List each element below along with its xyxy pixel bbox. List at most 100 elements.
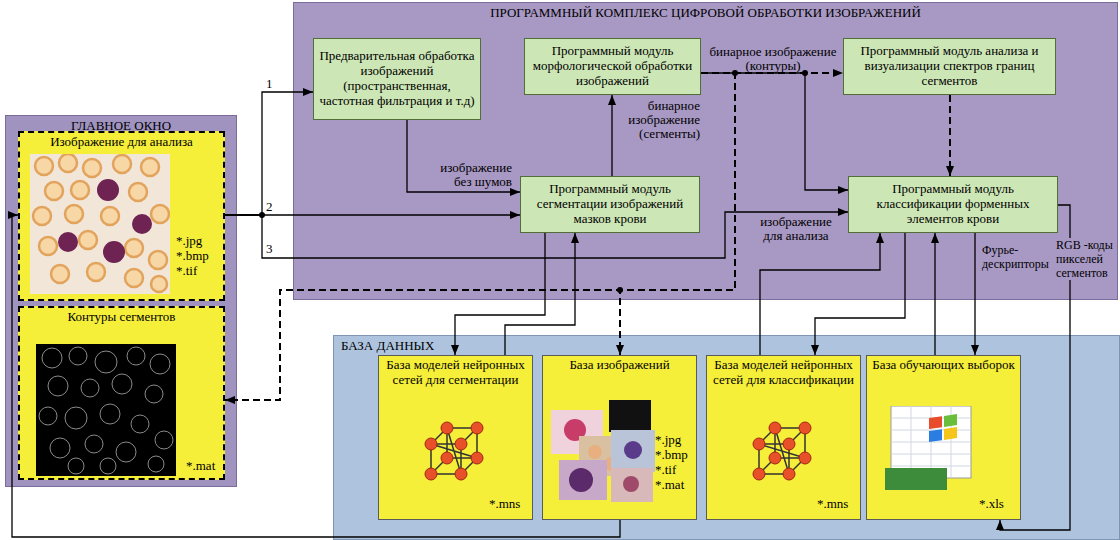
circle-shape bbox=[141, 158, 159, 176]
module-box: Программный модуль морфологической обраб… bbox=[524, 38, 701, 95]
panel-title: БАЗА ДАННЫХ bbox=[333, 335, 1120, 354]
edge-label: RGB -коды пикселей сегментов bbox=[1056, 238, 1116, 280]
edge-label: 3 bbox=[266, 242, 280, 256]
module-box: Предварительная обработка изображений (п… bbox=[313, 38, 481, 120]
circle-shape bbox=[51, 265, 69, 283]
circle-shape bbox=[125, 269, 143, 287]
box-title: Контуры сегментов bbox=[20, 308, 223, 325]
spreadsheet-icon bbox=[885, 406, 975, 492]
connector bbox=[505, 233, 575, 355]
circle-shape bbox=[45, 182, 63, 200]
path-shape bbox=[759, 428, 805, 474]
rect-shape bbox=[611, 468, 653, 502]
circle-shape bbox=[149, 251, 167, 269]
circle-shape bbox=[145, 385, 163, 403]
module-label: Программный модуль сегментации изображен… bbox=[526, 182, 694, 227]
box-title: База обучающих выборок bbox=[867, 356, 1020, 373]
file-extensions: *.mat bbox=[186, 458, 226, 473]
rect-shape bbox=[611, 430, 655, 472]
extension-holder: *.mat bbox=[186, 458, 226, 473]
neural-network-icon bbox=[747, 418, 819, 484]
extension-holder: *.jpg *.bmp *.tif bbox=[176, 233, 216, 278]
circle-shape bbox=[127, 347, 145, 365]
label-holder: 2 bbox=[266, 200, 280, 214]
label-holder: бинарное изображение (контуры) bbox=[705, 45, 841, 73]
rect-shape bbox=[944, 427, 957, 440]
edge-label: 1 bbox=[266, 77, 280, 91]
extension-holder: *.jpg *.bmp *.tif *.mat bbox=[655, 432, 695, 492]
junction-dot bbox=[259, 212, 265, 218]
connector bbox=[407, 120, 520, 192]
circle-shape bbox=[769, 422, 781, 434]
file-extensions: *.mns bbox=[489, 496, 529, 511]
rect-shape bbox=[36, 344, 176, 476]
circle-shape bbox=[753, 438, 765, 450]
extension-holder: *.mns bbox=[817, 496, 857, 511]
image-collage bbox=[551, 400, 655, 504]
circle-shape bbox=[441, 422, 453, 434]
circle-shape bbox=[151, 276, 167, 292]
extension-holder: *.xls bbox=[979, 496, 1019, 511]
circle-shape bbox=[42, 348, 62, 368]
circle-shape bbox=[753, 468, 765, 480]
box-title: База изображений bbox=[543, 356, 696, 373]
circle-shape bbox=[471, 422, 483, 434]
connector bbox=[760, 233, 880, 355]
g-shape bbox=[33, 154, 169, 292]
module-box: Программный модуль сегментации изображен… bbox=[520, 176, 700, 233]
rect-shape bbox=[559, 460, 607, 500]
label-holder: RGB -коды пикселей сегментов bbox=[1056, 238, 1116, 280]
connector bbox=[225, 73, 735, 400]
circle-shape bbox=[799, 452, 811, 464]
connector bbox=[934, 233, 935, 355]
path-shape bbox=[431, 428, 477, 474]
database-box: База моделей нейронных сетей для сегмент… bbox=[378, 355, 533, 520]
extension-holder: *.mns bbox=[489, 496, 529, 511]
connector bbox=[815, 233, 905, 355]
connector bbox=[974, 233, 975, 355]
junction-dot bbox=[617, 287, 623, 293]
image-panel: Изображение для анализа*.jpg *.bmp *.tif bbox=[18, 131, 225, 301]
circle-shape bbox=[85, 435, 103, 453]
label-holder: 1 bbox=[266, 77, 280, 91]
edge-label: изображение без шумов bbox=[420, 161, 512, 189]
rect-shape bbox=[30, 154, 170, 294]
connector bbox=[225, 214, 520, 215]
module-label: Предварительная обработка изображений (п… bbox=[319, 49, 475, 109]
g-shape bbox=[39, 347, 173, 474]
circle-shape bbox=[769, 452, 781, 464]
connector-group bbox=[12, 73, 1070, 537]
connector bbox=[611, 95, 612, 176]
junction-dot bbox=[802, 70, 808, 76]
contour-panel: Контуры сегментов *.mat bbox=[18, 306, 225, 480]
module-box: Программный модуль анализа и визуализаци… bbox=[843, 38, 1056, 95]
circle-shape bbox=[623, 476, 639, 492]
circle-shape bbox=[799, 422, 811, 434]
circle-shape bbox=[65, 407, 87, 429]
circle-shape bbox=[79, 231, 97, 249]
circle-shape bbox=[100, 458, 116, 474]
contour-image bbox=[36, 344, 176, 476]
database-box: База обучающих выборок *.xls bbox=[866, 355, 1021, 520]
circle-shape bbox=[35, 157, 53, 175]
circle-shape bbox=[87, 263, 105, 281]
circle-shape bbox=[425, 438, 437, 450]
rect-shape bbox=[929, 429, 942, 442]
circle-shape bbox=[150, 354, 170, 374]
circle-shape bbox=[97, 179, 119, 201]
window-panel: ГЛАВНОЕ ОКНОИзображение для анализа*.jpg… bbox=[5, 115, 237, 487]
circle-shape bbox=[129, 183, 147, 201]
label-holder: изображение без шумов bbox=[420, 161, 512, 189]
circle-shape bbox=[50, 438, 70, 458]
module-box: Программный модуль классификации форменн… bbox=[848, 176, 1058, 233]
g-shape bbox=[58, 179, 152, 263]
file-extensions: *.jpg *.bmp *.tif *.mat bbox=[655, 432, 695, 492]
rect-shape bbox=[891, 406, 971, 478]
panel-title: ПРОГРАММНЫЙ КОМПЛЕКС ЦИФРОВОЙ ОБРАБОТКИ … bbox=[293, 2, 1118, 21]
circle-shape bbox=[81, 379, 99, 397]
label-holder: изображение для анализа bbox=[752, 215, 840, 243]
circle-shape bbox=[588, 445, 602, 459]
circle-shape bbox=[116, 442, 136, 462]
edge-label: бинарное изображение (сегменты) bbox=[620, 99, 700, 141]
